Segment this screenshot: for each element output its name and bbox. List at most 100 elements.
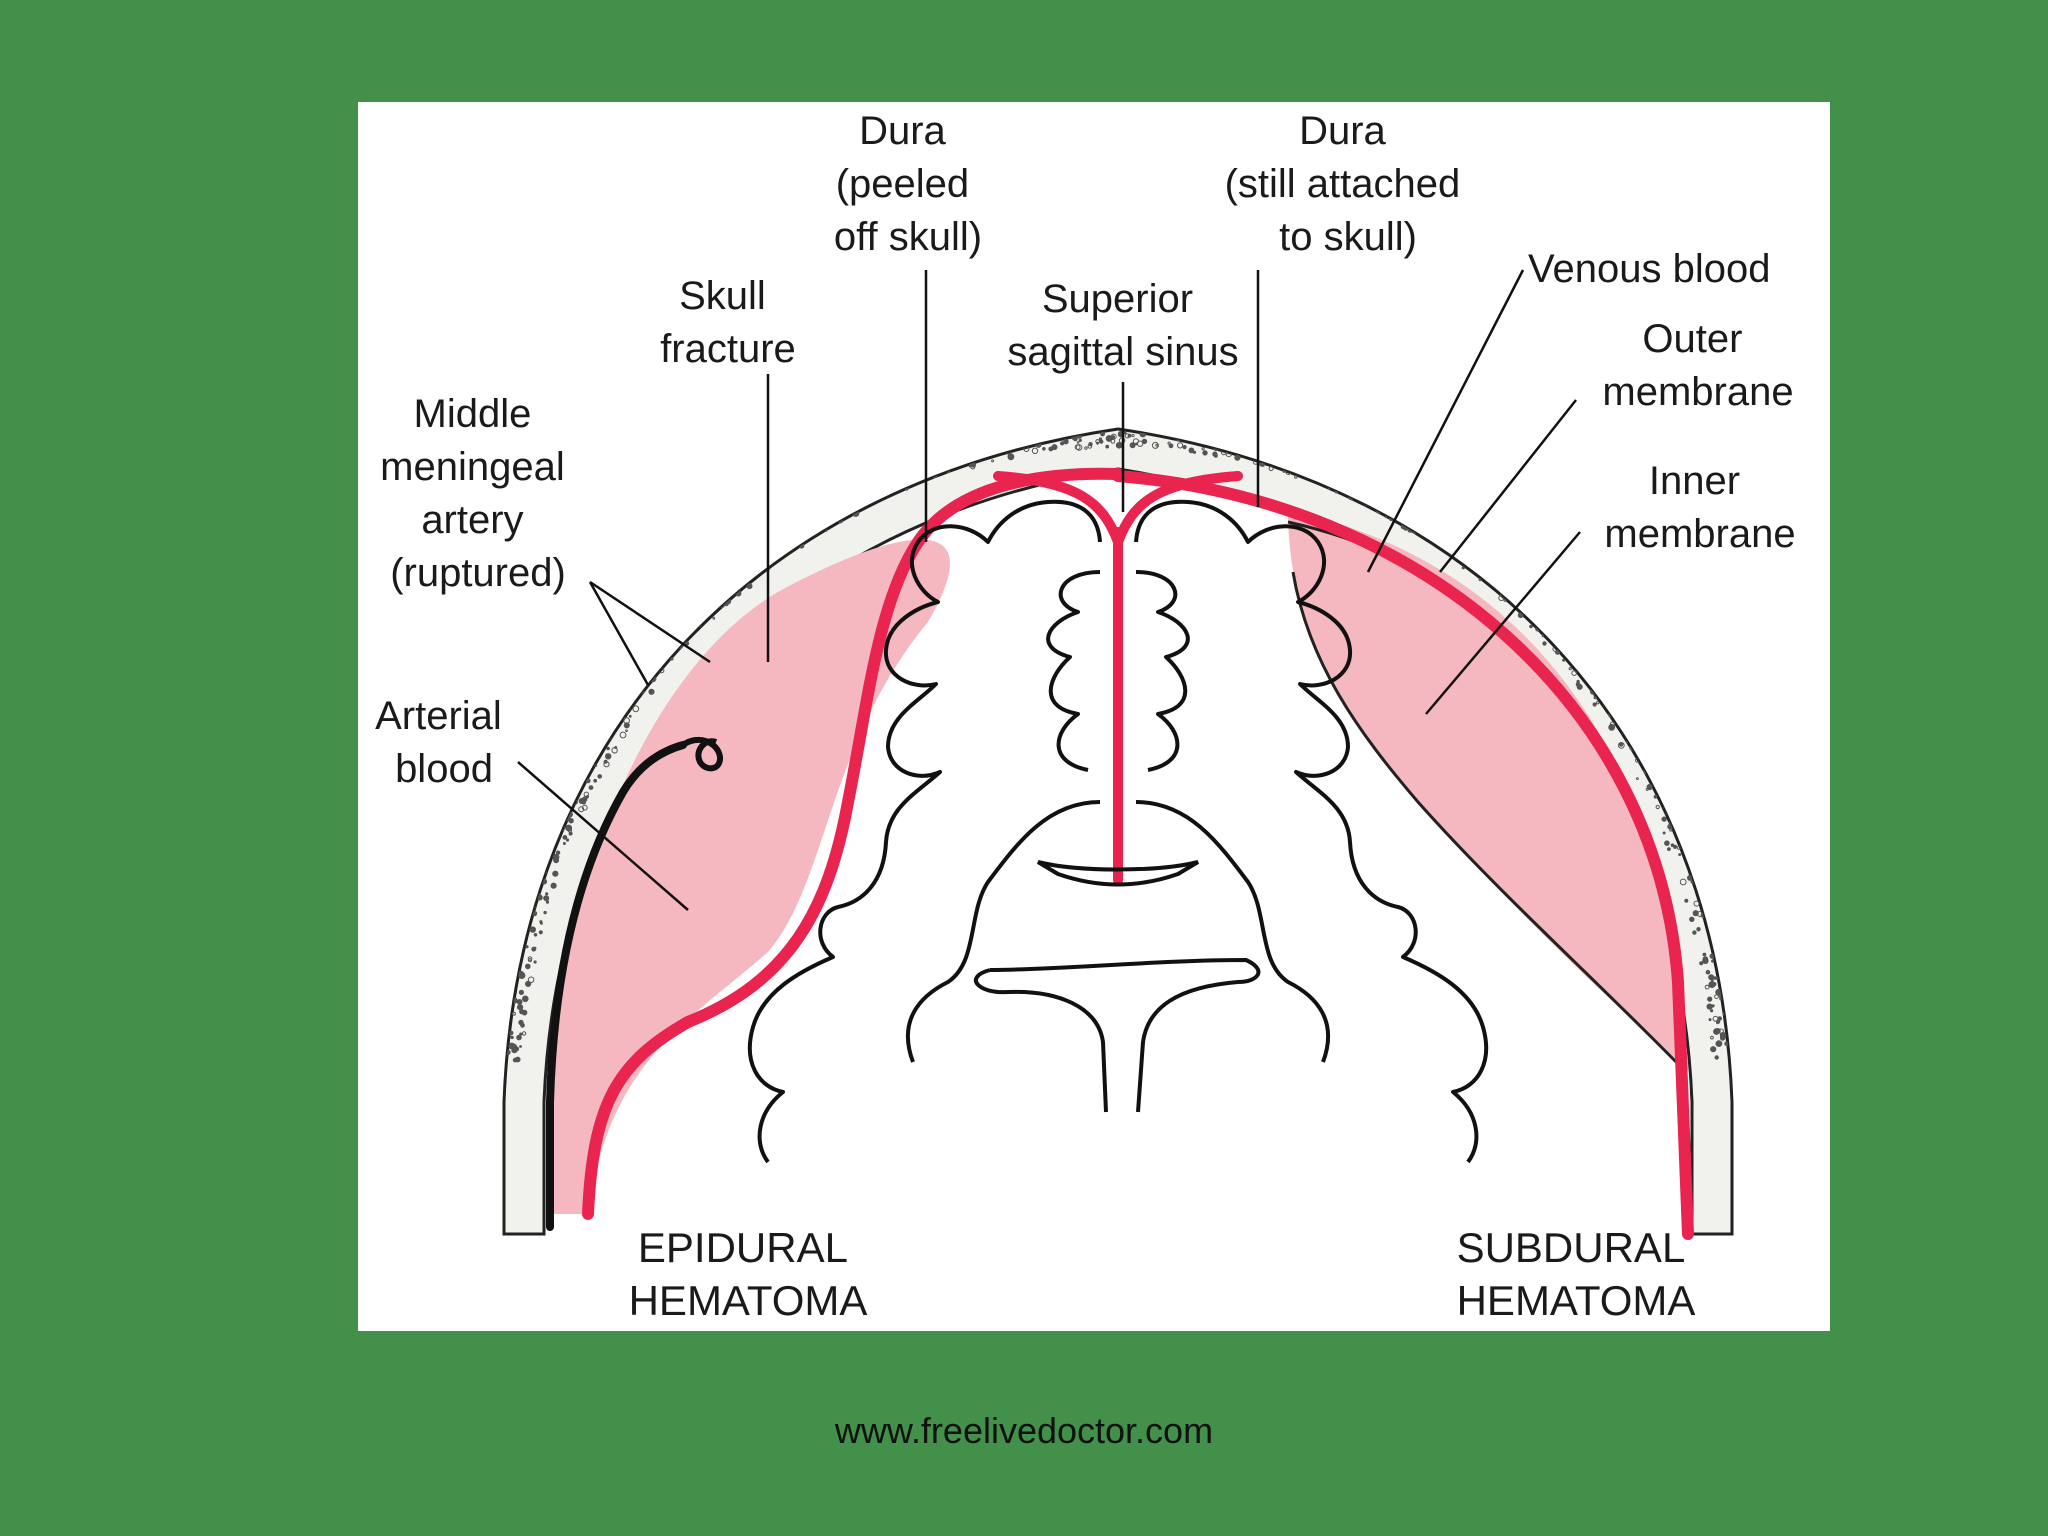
skull-speckle	[543, 910, 547, 915]
skull-speckle	[1168, 433, 1172, 437]
skull-speckle	[1035, 437, 1041, 443]
skull-speckle	[1711, 1004, 1715, 1008]
skull-speckle	[533, 946, 537, 951]
skull-speckle	[1692, 930, 1697, 935]
skull-speckle	[1306, 465, 1311, 470]
label-outer-membrane: Outer membrane	[1602, 317, 1793, 414]
skull-speckle	[927, 463, 934, 470]
label-middle-meningeal-artery: Middle meningeal artery (ruptured)	[380, 392, 576, 595]
label-dura-attached: Dura (still attached to skull)	[1225, 109, 1472, 259]
skull-speckle	[1351, 491, 1358, 498]
skull-speckle	[519, 1020, 523, 1024]
skull-speckle	[862, 492, 869, 499]
skull-speckle	[1704, 984, 1710, 990]
skull-speckle	[1177, 442, 1184, 449]
skull-speckle	[602, 734, 608, 740]
skull-speckle	[1609, 721, 1616, 727]
skull-speckle	[1670, 843, 1675, 848]
skull-speckle	[1213, 438, 1220, 445]
skull-speckle	[1374, 492, 1378, 496]
skull-speckle	[1183, 436, 1188, 441]
skull-speckle	[623, 722, 630, 729]
label-subdural-hematoma: SUBDURAL HEMATOMA	[1457, 1224, 1696, 1324]
label-venous-blood: Venous blood	[1528, 247, 1770, 291]
skull-speckle	[696, 619, 699, 623]
skull-speckle	[1707, 996, 1713, 1002]
skull-speckle	[552, 870, 559, 877]
skull-speckle	[508, 1030, 514, 1036]
skull-speckle	[621, 705, 628, 711]
skull-speckle	[1678, 853, 1682, 857]
skull-speckle	[729, 582, 736, 589]
skull-speckle	[1060, 441, 1065, 446]
skull-speckle	[841, 510, 847, 516]
skull-speckle	[1400, 515, 1407, 521]
skull-speckle	[1384, 515, 1388, 519]
skull-speckle	[1051, 444, 1058, 451]
ventricle-upper	[1036, 860, 1200, 887]
skull-speckle	[538, 930, 543, 935]
skull-speckle	[562, 835, 568, 840]
skull-speckle	[985, 448, 992, 455]
skull-speckle	[768, 558, 774, 564]
skull-speckle	[842, 505, 848, 511]
skull-speckle	[518, 972, 526, 979]
skull-speckle	[1007, 453, 1015, 461]
skull-speckle	[1708, 981, 1716, 988]
skull-speckle	[648, 688, 655, 695]
skull-speckle	[1699, 961, 1704, 966]
skull-speckle	[1272, 457, 1277, 463]
skull-speckle	[1596, 701, 1600, 705]
skull-speckle	[1512, 591, 1516, 594]
skull-speckle	[594, 764, 598, 767]
skull-speckle	[1041, 435, 1047, 441]
skull-speckle	[516, 1034, 522, 1041]
skull-speckle	[1259, 462, 1264, 467]
skull-speckle	[761, 555, 764, 559]
skull-speckle	[987, 446, 991, 450]
skull-speckle	[1636, 777, 1639, 780]
skull-speckle	[619, 715, 623, 718]
skull-speckle	[831, 513, 838, 521]
skull-speckle	[1485, 577, 1490, 582]
skull-speckle	[1517, 612, 1524, 619]
skull-speckle	[1198, 435, 1204, 441]
skull-speckle	[1096, 441, 1099, 445]
label-arterial-blood: Arterial blood	[375, 694, 513, 791]
skull-speckle	[1377, 500, 1384, 507]
skull-speckle	[622, 705, 627, 709]
skull-speckle	[1321, 477, 1326, 483]
skull-speckle	[1460, 550, 1465, 556]
skull-speckle	[527, 976, 535, 984]
artery-rupture-loop	[681, 737, 723, 772]
skull-speckle	[623, 717, 631, 724]
skull-speckle	[1386, 505, 1393, 513]
skull-speckle	[1234, 454, 1241, 461]
skull-speckle	[1477, 570, 1482, 575]
skull-speckle	[856, 505, 860, 509]
skull-speckle	[971, 457, 976, 462]
skull-speckle	[605, 753, 612, 760]
skull-speckle	[721, 590, 724, 593]
skull-speckle	[527, 958, 533, 963]
skull-speckle	[963, 455, 968, 460]
skull-speckle	[516, 999, 523, 1005]
skull-speckle	[606, 746, 610, 751]
skull-speckle	[1705, 969, 1711, 975]
skull-speckle	[1570, 658, 1574, 662]
skull-speckle	[1589, 683, 1593, 687]
skull-speckle	[999, 449, 1003, 453]
attached-dura	[1112, 470, 1694, 1240]
skull-speckle	[874, 491, 881, 497]
skull-speckle	[1341, 476, 1348, 483]
skull-speckle	[518, 989, 524, 996]
label-dura-peeled: Dura (peeled off skull)	[834, 109, 982, 259]
skull-speckle	[1603, 700, 1611, 707]
skull-speckle	[1461, 566, 1465, 570]
skull-speckle	[550, 882, 557, 889]
label-skull-fracture: Skull fracture	[660, 274, 796, 371]
left-gyri	[906, 570, 1101, 1063]
skull-speckle	[1487, 572, 1491, 577]
skull-speckle	[1359, 491, 1364, 495]
